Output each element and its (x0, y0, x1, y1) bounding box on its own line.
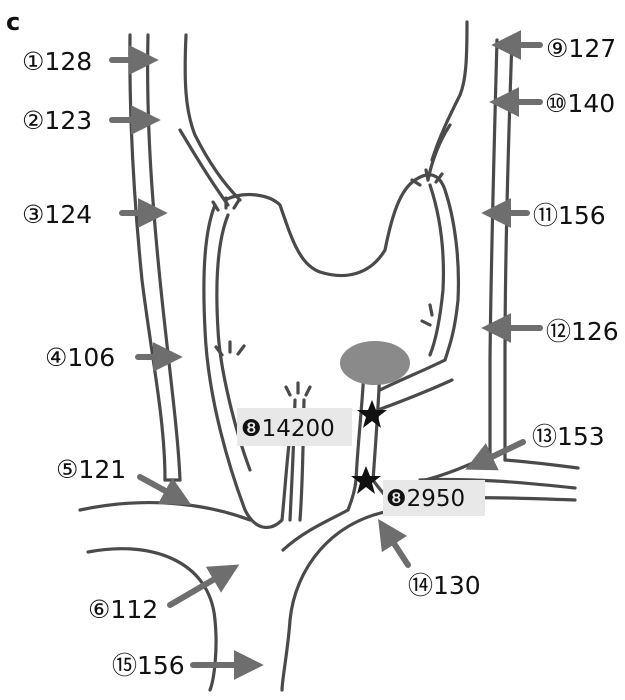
label-11: ⑪156 (533, 201, 606, 230)
label-1: ①128 (22, 47, 92, 76)
gland-inner-right (430, 185, 443, 355)
right-trunk-top (505, 460, 578, 468)
arrow-6 (170, 570, 230, 605)
bottom-vessel-upper (80, 503, 250, 520)
gland-nodule (340, 341, 410, 385)
left-branch-outer (185, 35, 240, 200)
label-9: ⑨127 (546, 34, 616, 63)
stars (351, 400, 387, 494)
left-branch-inner (180, 130, 228, 205)
label-15: ⑮156 (112, 651, 185, 680)
label-13: ⑬153 (532, 422, 605, 451)
label-5: ⑤121 (56, 455, 126, 484)
label-14: ⑭130 (408, 571, 481, 600)
tick-d (422, 305, 432, 325)
right-trunk-bottom (425, 455, 490, 480)
tick-e (286, 383, 310, 395)
labels: ①128 ②123 ③124 ④106 ⑤121 ⑥112 ⑨127 ⑩140 … (22, 34, 619, 680)
left-vein-outer (148, 35, 180, 480)
center-lower (283, 510, 348, 550)
panel-label: c (6, 8, 20, 36)
label-4: ④106 (45, 343, 115, 372)
label-3: ③124 (22, 200, 92, 229)
label-2: ②123 (22, 106, 92, 135)
right-branch-inner (428, 125, 450, 180)
right-vein-inner (490, 40, 497, 455)
label-6: ⑥112 (88, 595, 158, 624)
label-12: ⑫126 (546, 317, 619, 346)
label-8b: ❽2950 (386, 486, 465, 512)
right-branch-outer (432, 22, 467, 160)
tick-a (213, 198, 239, 210)
arrow-14 (384, 528, 408, 565)
label-10: ⑩140 (545, 89, 615, 118)
label-8a: ❽14200 (241, 416, 335, 442)
